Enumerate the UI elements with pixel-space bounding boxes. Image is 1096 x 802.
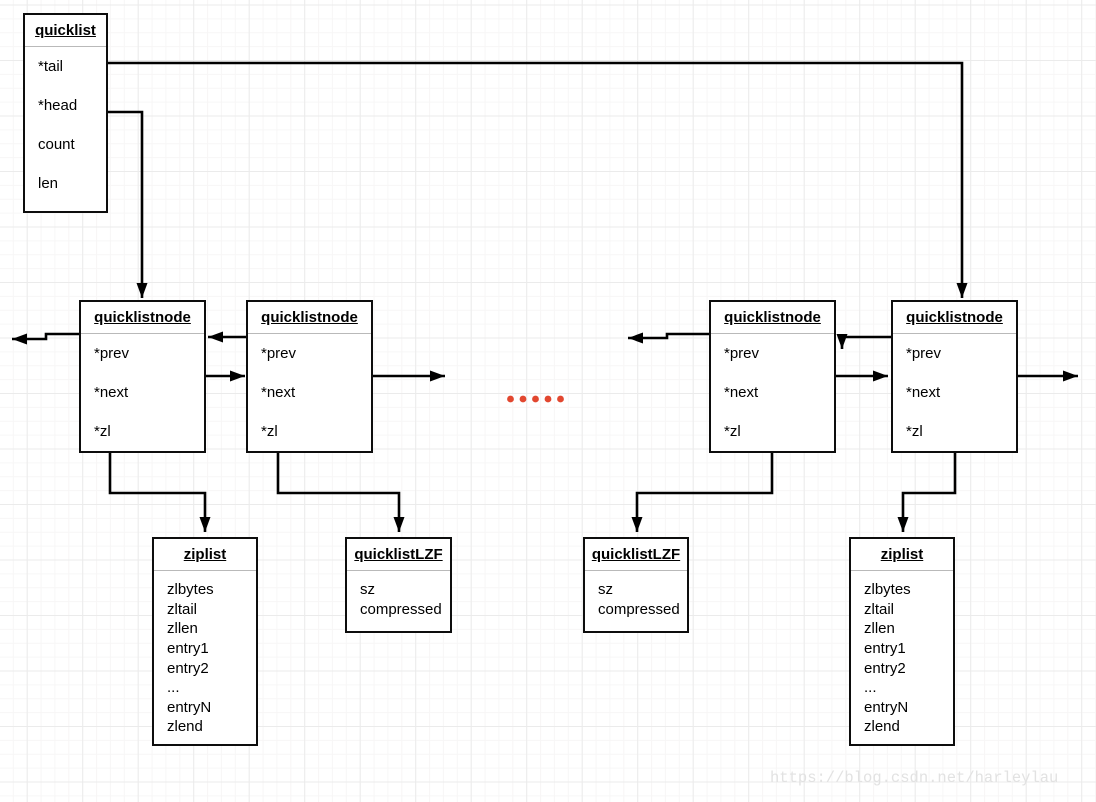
node-field-zl: *zl [724,423,741,440]
quicklist-field-count: count [38,136,75,153]
tail-pointer-arrow [108,61,968,298]
node-field-prev: *prev [261,345,297,362]
ziplist-title: ziplist [851,539,953,571]
ziplist-field-zlbytes: zlbytes [167,581,214,599]
ellipsis-dots [507,395,564,403]
quicklist-field-head: *head [38,97,78,114]
ziplist-field-zltail: zltail [864,600,895,618]
quicklistnode-title: quicklistnode [893,302,1016,334]
ziplist-field-zltail: zltail [167,600,198,618]
node4-prev-arrow [836,334,891,349]
lzf-field-sz: sz [598,581,613,599]
ziplist-field-entry2: entry2 [864,659,906,677]
quicklist-box: quicklist *tail *head count len [23,13,108,213]
node-field-zl: *zl [906,423,923,440]
watermark-url: https://blog.csdn.net/harleylau [770,769,1059,787]
node-field-next: *next [94,384,129,401]
quicklistnode-box-3: quicklistnode *prev *next *zl [709,300,836,453]
node-field-prev: *prev [724,345,760,362]
quicklistnode-box-1: quicklistnode *prev *next *zl [79,300,206,453]
ziplist-box-left: ziplist zlbytes zltail zllen entry1 entr… [152,537,258,746]
lzf-field-compressed: compressed [360,600,442,618]
ziplist-field-entryN: entryN [864,698,909,716]
quicklist-title: quicklist [25,15,106,47]
ziplist-field-zlend: zlend [864,718,900,736]
ziplist-field-zlbytes: zlbytes [864,581,911,599]
lzf-field-compressed: compressed [598,600,680,618]
node3-zl-arrow [631,453,774,532]
quicklistlzf-title: quicklistLZF [347,539,450,571]
node1-zl-arrow [108,453,211,532]
quicklistlzf-title: quicklistLZF [585,539,687,571]
quicklistnode-box-4: quicklistnode *prev *next *zl [891,300,1018,453]
quicklist-field-len: len [38,175,59,192]
node3-prev-arrow [628,332,709,344]
ziplist-field-zlend: zlend [167,718,203,736]
node1-prev-arrow [12,332,79,345]
ziplist-field-entry2: entry2 [167,659,209,677]
node-field-zl: *zl [94,423,111,440]
head-pointer-arrow [108,110,148,298]
ziplist-field-zllen: zllen [167,620,198,638]
node-field-zl: *zl [261,423,278,440]
node2-zl-arrow [276,453,405,532]
node4-zl-arrow [897,453,957,532]
node-field-next: *next [724,384,759,401]
quicklistnode-title: quicklistnode [248,302,371,334]
quicklistlzf-box-right: quicklistLZF sz compressed [583,537,689,633]
quicklistnode-title: quicklistnode [711,302,834,334]
quicklist-field-tail: *tail [38,58,64,75]
node-field-next: *next [261,384,296,401]
ziplist-field-entry1: entry1 [864,640,906,658]
node-field-prev: *prev [94,345,130,362]
ziplist-field-zllen: zllen [864,620,895,638]
ziplist-field-dots: ... [167,679,180,697]
lzf-field-sz: sz [360,581,375,599]
quicklistnode-title: quicklistnode [81,302,204,334]
ziplist-field-dots: ... [864,679,877,697]
node-field-prev: *prev [906,345,942,362]
ziplist-box-right: ziplist zlbytes zltail zllen entry1 entr… [849,537,955,746]
ziplist-field-entryN: entryN [167,698,212,716]
node-field-next: *next [906,384,941,401]
quicklistnode-box-2: quicklistnode *prev *next *zl [246,300,373,453]
quicklistlzf-box-left: quicklistLZF sz compressed [345,537,452,633]
ziplist-field-entry1: entry1 [167,640,209,658]
ziplist-title: ziplist [154,539,256,571]
